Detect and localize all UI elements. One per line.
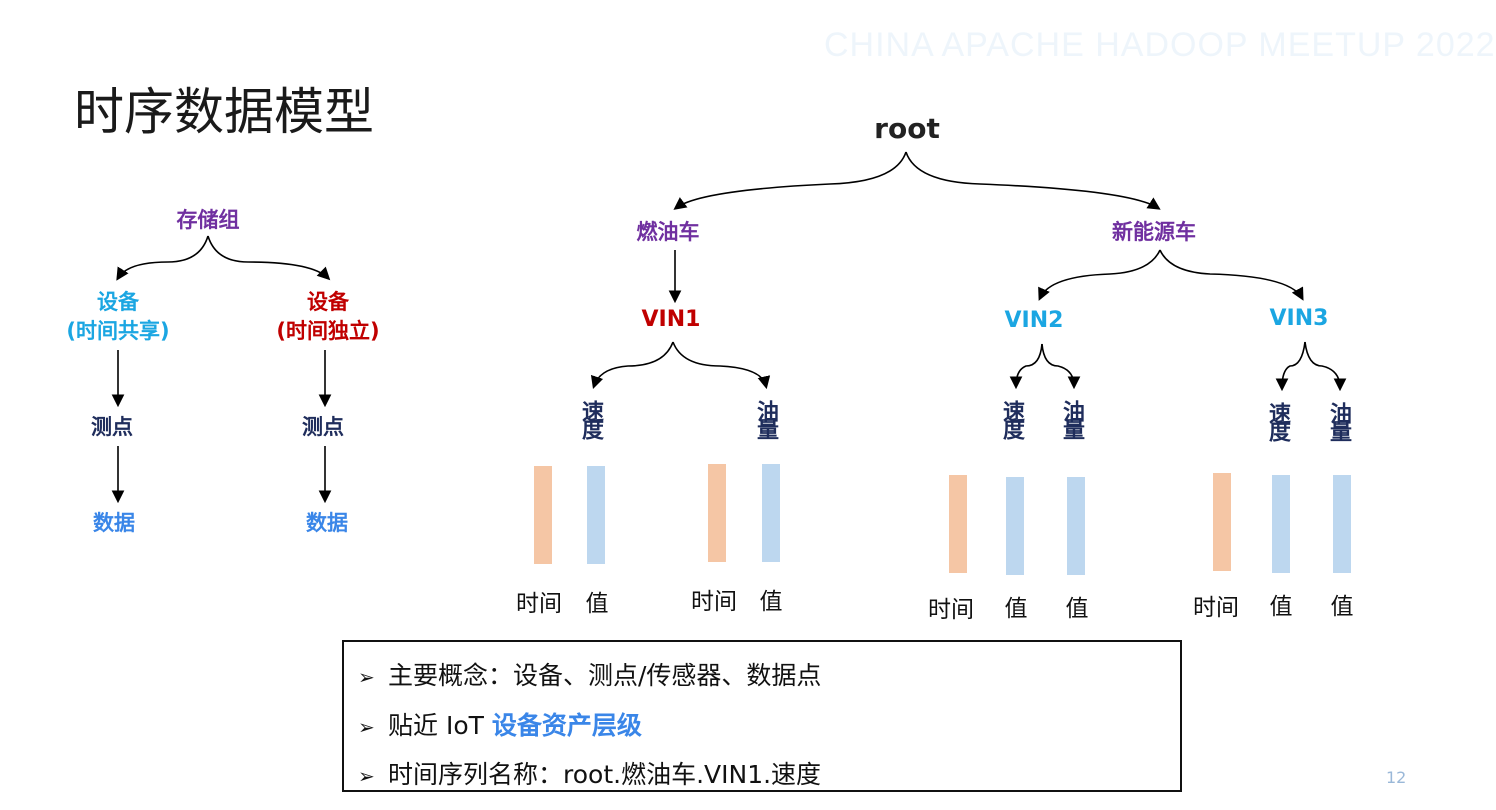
arrow-bullet-icon: ➢ xyxy=(358,764,375,788)
vin2-fuel-node: 油量 xyxy=(1059,400,1084,436)
storage-group-node: 存储组 xyxy=(176,208,240,232)
edge-root-ev xyxy=(905,151,1161,210)
vin3-time-column xyxy=(1213,473,1231,571)
bullet-concepts: ➢ 主要概念：设备、测点/传感器、数据点 xyxy=(358,656,821,692)
vin3-node: VIN3 xyxy=(1269,306,1329,331)
event-watermark: CHINA APACHE HADOOP MEETUP 2022 xyxy=(824,26,1496,64)
edge-vin3-fuel xyxy=(1304,341,1347,392)
edge-vin2-speed xyxy=(1009,343,1043,390)
data-node-left: 数据 xyxy=(93,511,135,535)
col-label-value: 值 xyxy=(1004,596,1028,622)
bullet-iot: ➢ 贴近 IoT 设备资产层级 xyxy=(358,706,642,742)
vin1-fuel-value-column xyxy=(762,464,780,562)
page-title: 时序数据模型 xyxy=(74,83,374,141)
vin2-node: VIN2 xyxy=(1004,308,1064,333)
edge-vin2-fuel xyxy=(1041,343,1081,390)
bullet-concepts-text: 主要概念：设备、测点/传感器、数据点 xyxy=(388,661,822,690)
vin1-speed-node: 速度 xyxy=(578,400,603,436)
col-label-value: 值 xyxy=(585,591,609,617)
bullet-series-name-text: 时间序列名称：root.燃油车.VIN1.速度 xyxy=(388,760,822,789)
summary-box: ➢ 主要概念：设备、测点/传感器、数据点 ➢ 贴近 IoT 设备资产层级 ➢ 时间序列… xyxy=(342,640,1182,792)
col-label-time: 时间 xyxy=(1193,595,1239,621)
vin3-fuel-node: 油量 xyxy=(1326,402,1351,438)
vin1-node: VIN1 xyxy=(641,307,701,332)
col-label-time: 时间 xyxy=(691,589,737,615)
device-independent-note: (时间独立) xyxy=(276,319,380,343)
device-shared-label: 设备 xyxy=(96,290,139,314)
vin1-fuel-node: 油量 xyxy=(753,400,778,436)
vin2-speed-value-column xyxy=(1006,477,1024,575)
vin1-speed-time-column xyxy=(534,466,552,564)
vin1-speed-value-column xyxy=(587,466,605,564)
edge-storage-right xyxy=(207,235,331,281)
vin3-speed-node: 速度 xyxy=(1265,402,1290,438)
vin2-fuel-value-column xyxy=(1067,477,1085,575)
col-label-time: 时间 xyxy=(928,597,974,623)
measurement-node-left: 测点 xyxy=(91,415,133,439)
vin1-fuel-time-column xyxy=(708,464,726,562)
col-label-value: 值 xyxy=(1065,596,1089,622)
arrow-bullet-icon: ➢ xyxy=(358,715,375,739)
bullet-series-name: ➢ 时间序列名称：root.燃油车.VIN1.速度 xyxy=(358,755,821,791)
col-label-value: 值 xyxy=(759,589,783,615)
edge-vin1-fuel xyxy=(672,341,771,390)
device-shared-note: (时间共享) xyxy=(66,319,170,343)
data-node-right: 数据 xyxy=(306,511,348,535)
device-independent-node: 设备 (时间独立) xyxy=(276,288,379,346)
root-node: root xyxy=(874,112,940,145)
edge-ev-vin2 xyxy=(1038,249,1161,301)
edge-ev-vin3 xyxy=(1159,249,1304,301)
device-independent-label: 设备 xyxy=(306,290,349,314)
page-number: 12 xyxy=(1386,768,1407,787)
edge-vin1-speed xyxy=(590,341,674,390)
ev-car-node: 新能源车 xyxy=(1112,220,1196,244)
fuel-car-node: 燃油车 xyxy=(636,220,700,244)
edge-storage-left xyxy=(116,235,209,281)
measurement-node-right: 测点 xyxy=(302,415,344,439)
device-shared-node: 设备 (时间共享) xyxy=(66,288,169,346)
col-label-value: 值 xyxy=(1269,594,1293,620)
vin2-speed-node: 速度 xyxy=(999,400,1024,436)
col-label-time: 时间 xyxy=(516,591,562,617)
edge-root-fuel xyxy=(673,151,907,210)
bullet-iot-highlight: 设备资产层级 xyxy=(491,711,642,740)
vin2-time-column xyxy=(949,475,967,573)
bullet-iot-text: 贴近 IoT xyxy=(388,711,492,740)
vin3-fuel-value-column xyxy=(1333,475,1351,573)
edge-vin3-speed xyxy=(1275,341,1306,392)
connector-arrows xyxy=(111,151,1347,504)
col-label-value: 值 xyxy=(1330,594,1354,620)
arrow-bullet-icon: ➢ xyxy=(358,665,375,689)
vin3-speed-value-column xyxy=(1272,475,1290,573)
